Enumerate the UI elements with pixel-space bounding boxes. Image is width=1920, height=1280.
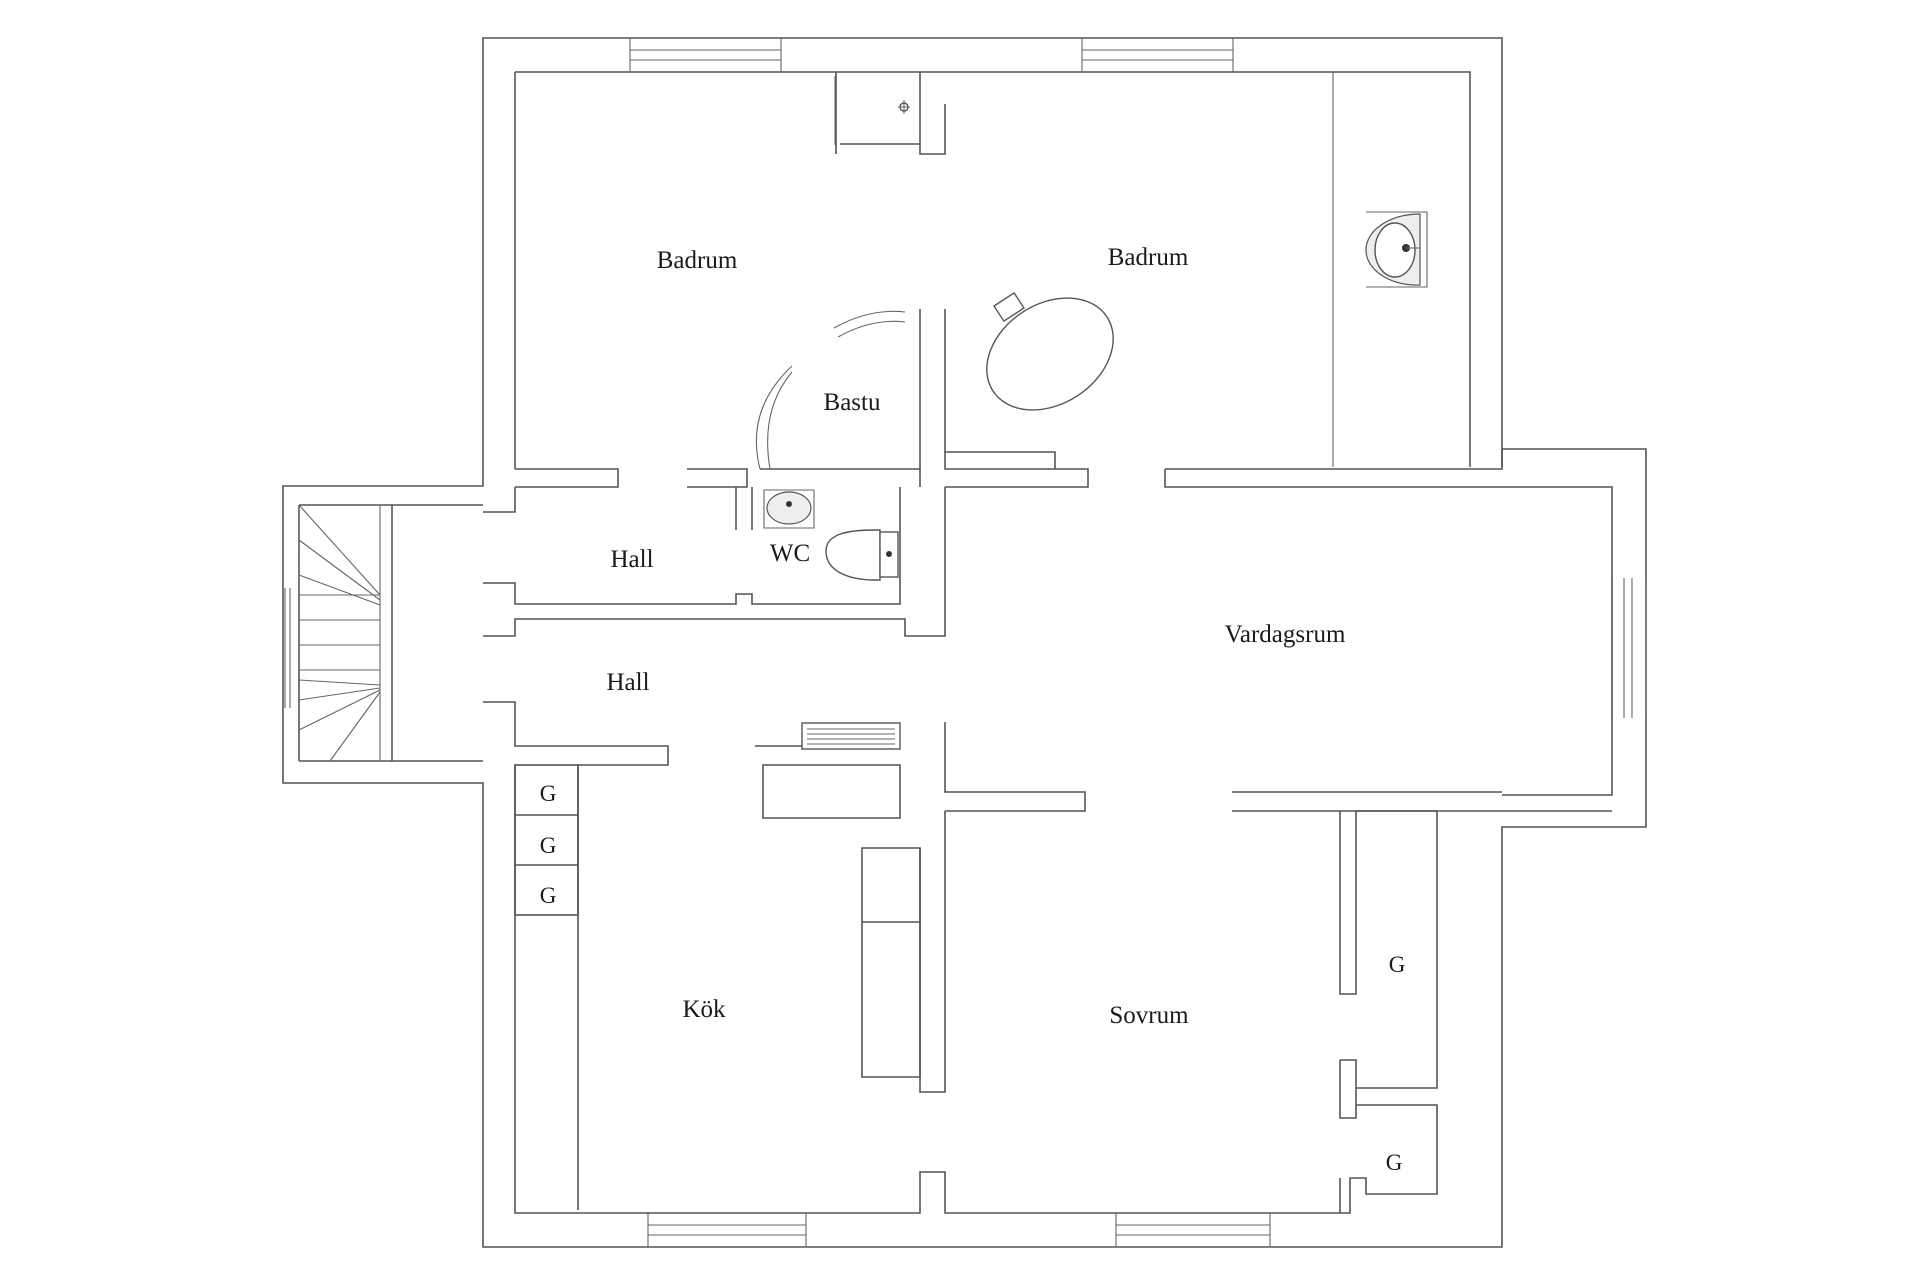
- interior-walls: [391, 72, 1613, 1214]
- room-label-wc: WC: [770, 540, 810, 567]
- room-label-hall-lower: Hall: [606, 669, 649, 696]
- wc-sink-icon: [763, 489, 815, 529]
- exterior-walls: [282, 37, 1647, 1248]
- shower-icon: [834, 76, 910, 145]
- closet-mark: G: [540, 781, 557, 806]
- room-label-badrum-left: Badrum: [657, 247, 738, 274]
- sink-icon: [1365, 211, 1428, 288]
- room-label-hall-upper: Hall: [610, 546, 653, 573]
- room-label-sovrum: Sovrum: [1109, 1002, 1189, 1029]
- kitchen-closets: [514, 764, 579, 916]
- room-label-badrum-right: Badrum: [1108, 244, 1189, 271]
- room-label-bastu: Bastu: [824, 389, 881, 416]
- closet-mark: G: [540, 833, 557, 858]
- room-label-kok: Kök: [682, 996, 726, 1023]
- window-right: [1611, 578, 1647, 718]
- room-labels: Badrum Badrum Bastu Hall WC Hall Vardags…: [606, 244, 1345, 1029]
- doors: [755, 310, 906, 470]
- closet-marks: G G G G G: [540, 781, 1406, 1175]
- radiator-icon: [801, 722, 901, 750]
- window-bottom-left: [647, 1213, 807, 1247]
- closet-mark: G: [1389, 952, 1406, 977]
- closet-mark: G: [540, 883, 557, 908]
- stairs-icon: [284, 504, 392, 762]
- window-top-left: [629, 38, 782, 72]
- closet-mark: G: [1386, 1150, 1403, 1175]
- room-label-vardagsrum: Vardagsrum: [1225, 621, 1346, 648]
- bathtub-icon: [986, 291, 1114, 411]
- windows: [629, 38, 1647, 1247]
- window-bottom-right: [1115, 1213, 1271, 1247]
- toilet-icon: [825, 529, 899, 581]
- window-top-right: [1081, 38, 1234, 72]
